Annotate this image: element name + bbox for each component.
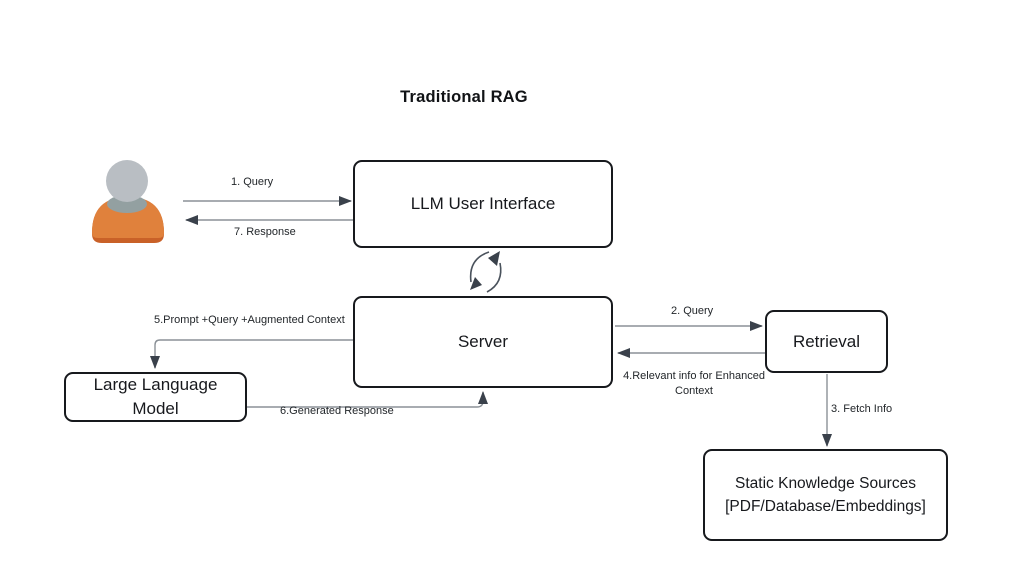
sync-left-arc (469, 251, 490, 283)
node-retrieval-label: Retrieval (792, 331, 861, 351)
avatar-head (106, 160, 148, 202)
edge-label-5-prompt: 5.Prompt +Query +Augmented Context (154, 314, 345, 326)
sync-loop-icon (469, 251, 502, 293)
edge-label-4-line2: Context (675, 385, 713, 397)
edge-label-2-query: 2. Query (671, 305, 714, 317)
node-static-knowledge-sources: Static Knowledge Sources [PDF/Database/E… (703, 449, 948, 541)
node-llm-user-interface-label: LLM User Interface (410, 194, 556, 213)
sync-up-arrowhead (488, 251, 500, 266)
node-llm-user-interface: LLM User Interface (353, 160, 613, 248)
edge-label-7-response: 7. Response (234, 226, 296, 238)
node-server-label: Server (457, 332, 509, 351)
edge-label-4-line1: 4.Relevant info for Enhanced (623, 370, 765, 382)
edge-5-prompt-arrow (150, 339, 353, 369)
edge-label-6-generated-response: 6.Generated Response (280, 405, 394, 417)
edge-label-4-relevant-info: 4.Relevant info for Enhanced Context (616, 369, 772, 399)
user-avatar-icon (92, 160, 164, 243)
edge-6-generated-response-arrow (247, 391, 488, 408)
node-large-language-model: Large Language Model (64, 372, 247, 422)
edge-label-3-fetch-info: 3. Fetch Info (831, 403, 893, 415)
node-llm-label-line1: Large Language (93, 375, 218, 394)
node-retrieval: Retrieval (765, 310, 888, 373)
diagram-title: Traditional RAG (400, 88, 528, 106)
edge-label-1-query: 1. Query (231, 176, 274, 188)
sync-right-arc (486, 262, 502, 293)
sync-down-arrowhead (470, 277, 482, 290)
node-server: Server (353, 296, 613, 388)
node-knowledge-label-line1: Static Knowledge Sources (735, 475, 916, 492)
node-llm-label-line2: Model (132, 399, 179, 418)
avatar-neck-shade (107, 195, 147, 213)
node-knowledge-label-line2: [PDF/Database/Embeddings] (725, 498, 926, 515)
